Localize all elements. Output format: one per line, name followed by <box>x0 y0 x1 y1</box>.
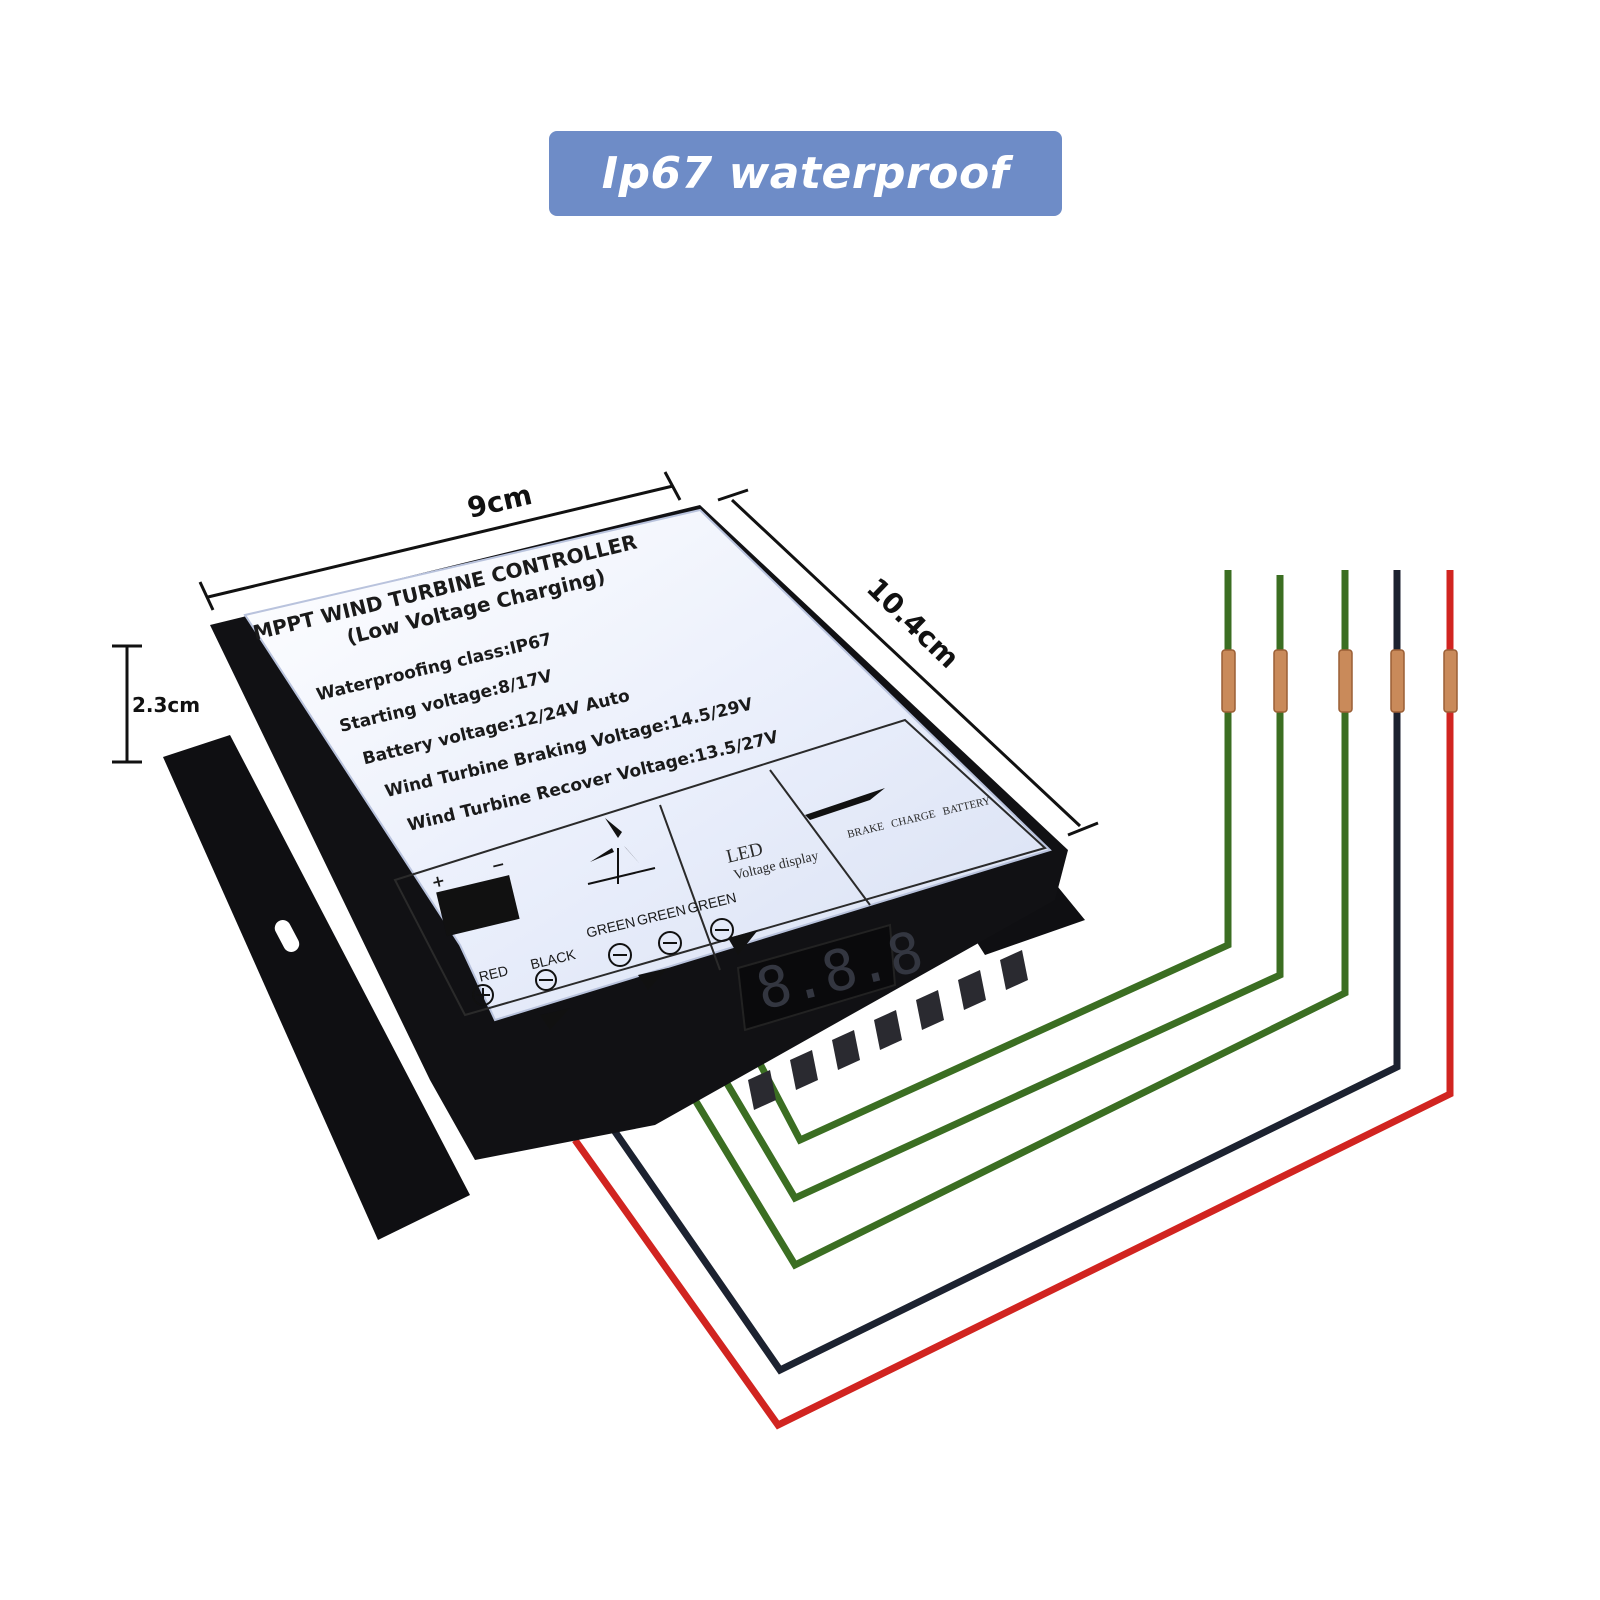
terminal-red-label: RED <box>477 962 509 984</box>
wire-green-3 <box>680 570 1349 1270</box>
terminal-plus-icon <box>472 984 494 1006</box>
dimension-height-label: 2.3cm <box>132 693 200 717</box>
dimension-width-label: 9cm <box>464 478 535 525</box>
wire-red <box>572 570 1454 1430</box>
terminal-arrow-icon <box>540 1008 570 1030</box>
battery-section: + − RED BLACK <box>430 854 578 1030</box>
output-wires <box>572 570 1454 1430</box>
terminal-minus-icon <box>535 969 557 991</box>
wire-black <box>597 570 1401 1375</box>
turbine-terminal-icons <box>608 918 734 967</box>
battery-icon <box>436 875 520 937</box>
mounting-flange-left <box>163 735 470 1240</box>
title-banner: Ip67 waterproof <box>549 131 1062 216</box>
dimension-depth-label: 10.4cm <box>860 571 966 675</box>
label-dividers <box>393 718 1047 1017</box>
wire-green-1 <box>754 570 1232 1145</box>
wire-green-2 <box>721 575 1284 1203</box>
heat-sink-fins <box>748 950 1028 1110</box>
wire-copper-ends <box>1221 649 1458 713</box>
dimension-width <box>198 471 682 611</box>
svg-text:−: − <box>489 854 506 876</box>
wind-turbine-icon <box>587 818 656 885</box>
dimension-height <box>112 644 142 764</box>
svg-text:+: + <box>430 870 447 892</box>
title-banner-text: Ip67 waterproof <box>601 148 1010 199</box>
indicator-ramp-icon <box>805 788 885 820</box>
dimension-depth <box>717 488 1099 837</box>
